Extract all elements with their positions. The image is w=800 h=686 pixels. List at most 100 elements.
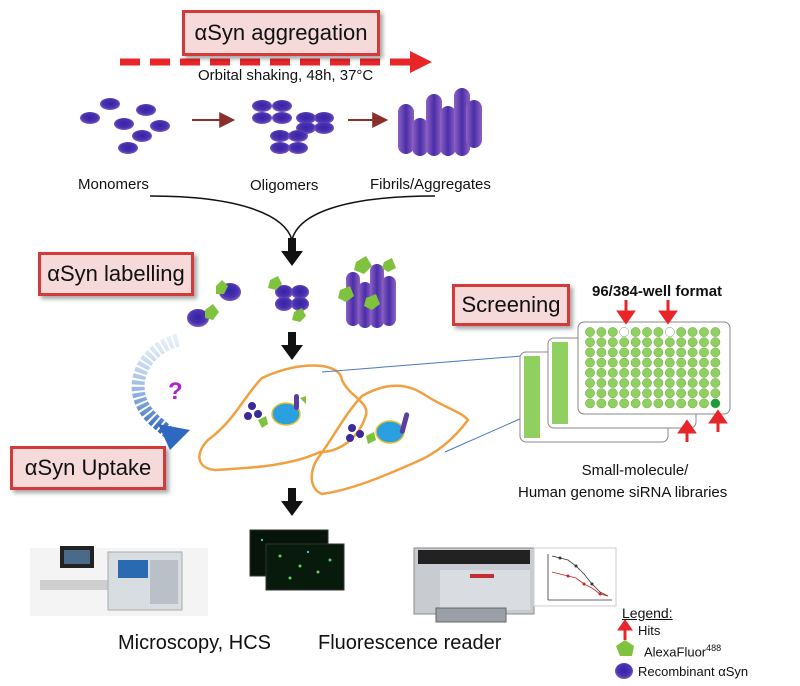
plate-well — [699, 398, 709, 409]
plate-well — [664, 367, 675, 378]
plate-well — [607, 398, 618, 409]
plate-well — [676, 327, 687, 337]
down-arrow-3 — [281, 488, 303, 516]
plate-well — [585, 367, 595, 378]
plate-well — [642, 378, 652, 388]
plate-well — [653, 337, 664, 348]
plate-well — [699, 357, 709, 368]
plate-well — [619, 388, 630, 399]
plate-well — [619, 347, 630, 358]
plate-well — [596, 357, 607, 368]
plate-well — [687, 398, 698, 409]
plate-well — [699, 337, 709, 348]
plate-well — [710, 357, 721, 368]
legend-title: Legend: — [622, 605, 673, 621]
fibrils-icon — [398, 88, 482, 156]
plate-well — [699, 327, 709, 337]
down-arrow-1 — [281, 238, 303, 266]
microscope-instrument-image — [30, 546, 208, 616]
plate-well — [607, 378, 618, 388]
plate-well — [710, 347, 721, 358]
plate-well — [630, 388, 641, 399]
well-format-label: 96/384-well format — [592, 283, 723, 300]
plate-well — [699, 388, 709, 399]
plate-well — [699, 378, 709, 388]
plate-well — [710, 327, 721, 337]
screening-box: Screening — [452, 284, 570, 326]
labelled-oligomers-icon — [268, 276, 309, 322]
plate-well — [619, 357, 630, 368]
zoom-line-top — [321, 355, 523, 373]
plate-well — [687, 347, 698, 358]
cell-2 — [310, 384, 470, 496]
asyn-aggregation-box: αSyn aggregation — [182, 10, 380, 56]
plate-well — [630, 347, 641, 358]
plate-well — [710, 398, 721, 409]
hcs-image-panels — [249, 529, 345, 591]
plate-well — [664, 388, 675, 399]
plate-well — [699, 367, 709, 378]
plate-well — [642, 327, 652, 337]
plate-well — [676, 398, 687, 409]
plate-well — [687, 388, 698, 399]
plate-well — [653, 378, 664, 388]
plate-well — [596, 367, 607, 378]
plate-well — [585, 398, 595, 409]
plate-well — [653, 398, 664, 409]
plate-well — [607, 367, 618, 378]
plate-well — [710, 388, 721, 399]
plate-well — [687, 357, 698, 368]
plate-well — [596, 337, 607, 348]
plate-well — [630, 398, 641, 409]
libraries-label-line1: Small-molecule/ — [581, 462, 689, 479]
legend-recombinant-label: Recombinant αSyn — [638, 664, 749, 679]
plate-well — [676, 388, 687, 399]
converging-lines — [149, 195, 436, 241]
fluorescence-reader-label: Fluorescence reader — [318, 632, 502, 654]
legend-alexafluor-name: AlexaFluor — [644, 644, 707, 660]
plate-well — [710, 378, 721, 388]
asyn-uptake-label: αSyn Uptake — [24, 455, 152, 480]
asyn-aggregation-label: αSyn aggregation — [194, 20, 368, 45]
plate-well — [653, 367, 664, 378]
plate-well — [642, 388, 652, 399]
dose-response-plot — [533, 547, 617, 607]
plate-well — [585, 357, 595, 368]
monomers-icon — [80, 98, 170, 154]
asyn-uptake-box: αSyn Uptake — [10, 446, 166, 490]
plate-well — [630, 367, 641, 378]
plate-well — [664, 398, 675, 409]
aggregation-conditions: Orbital shaking, 48h, 37°C — [198, 67, 374, 84]
plate-well — [596, 378, 607, 388]
plate-well — [699, 347, 709, 358]
screening-label: Screening — [461, 292, 561, 317]
plate-well — [642, 337, 652, 348]
labelled-monomers-icon — [187, 280, 241, 327]
plate-well — [664, 357, 675, 368]
down-arrow-2 — [281, 332, 303, 360]
labelled-fibrils-icon — [338, 256, 396, 328]
plate-well — [664, 378, 675, 388]
zoom-line-bottom — [444, 417, 523, 453]
hit-arrows — [616, 300, 728, 442]
plate-well — [653, 357, 664, 368]
plate-well — [596, 347, 607, 358]
plate-well — [642, 398, 652, 409]
plate-well — [687, 367, 698, 378]
legend-alexafluor-sup: 488 — [706, 643, 722, 653]
plate-well — [585, 378, 595, 388]
plate-well — [664, 347, 675, 358]
plate-well — [630, 337, 641, 348]
plate-well — [585, 337, 595, 348]
asyn-labelling-label: αSyn labelling — [47, 261, 185, 286]
plate-well — [642, 367, 652, 378]
plate-reader-image — [413, 547, 535, 623]
asyn-labelling-box: αSyn labelling — [38, 252, 194, 296]
oligomers-label: Oligomers — [250, 177, 319, 194]
plate-well — [653, 347, 664, 358]
plate-well — [630, 327, 641, 337]
plate-well — [687, 337, 698, 348]
plate-well — [653, 388, 664, 399]
plate-well — [596, 388, 607, 399]
cell-1 — [198, 364, 368, 472]
